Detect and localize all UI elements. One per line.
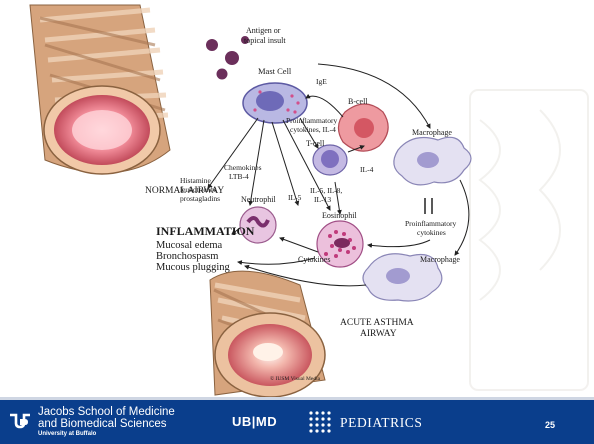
macrophage-top bbox=[394, 137, 471, 185]
school-name-line1: Jacobs School of Medicine bbox=[38, 406, 175, 418]
label-proinflam-il4: Proinflammatory cytokines, IL-4 bbox=[286, 116, 339, 134]
b-cell bbox=[338, 104, 388, 151]
asthma-pathophysiology-diagram: NORMAL AIRWAY Antigen or topical insult … bbox=[0, 0, 594, 400]
pediatrics-dots-icon bbox=[306, 408, 336, 438]
school-name-line2: and Biomedical Sciences bbox=[38, 418, 175, 430]
normal-airway-illustration bbox=[30, 5, 170, 174]
slide-number: 25 bbox=[545, 420, 555, 430]
label-antigen: Antigen or topical insult bbox=[244, 26, 286, 45]
label-inflammation-title: INFLAMMATION bbox=[156, 224, 255, 238]
university-name: University at Buffalo bbox=[38, 431, 96, 437]
watermark-seal bbox=[470, 90, 588, 390]
department-name: PEDIATRICS bbox=[340, 415, 423, 431]
ubmd-logo-text: UB|MD bbox=[232, 414, 277, 429]
image-credit: © IUSM Visual Media bbox=[270, 375, 321, 382]
label-proinflam-cytokines: Proinflammatory cytokines bbox=[405, 219, 458, 237]
label-eosinophil: Eosinophil bbox=[322, 211, 357, 220]
label-neutrophil: Neutrophil bbox=[241, 195, 276, 204]
label-macrophage-bottom: Macrophage bbox=[420, 255, 460, 264]
label-ige: IgE bbox=[316, 77, 327, 86]
label-il4: IL-4 bbox=[360, 165, 374, 174]
antigen-particles bbox=[206, 36, 249, 80]
label-mast-cell: Mast Cell bbox=[258, 66, 292, 76]
label-acute-airway: ACUTE ASTHMA AIRWAY bbox=[340, 318, 415, 339]
label-cytokines: Cytokines bbox=[298, 255, 330, 264]
ub-logo-icon bbox=[9, 413, 31, 431]
label-macrophage-top: Macrophage bbox=[412, 128, 452, 137]
school-name: Jacobs School of Medicine and Biomedical… bbox=[38, 406, 175, 430]
label-b-cell: B-cell bbox=[348, 97, 368, 106]
t-cell bbox=[313, 145, 347, 175]
inflammation-effects-list: Mucosal edema Bronchospasm Mucous pluggi… bbox=[156, 240, 231, 273]
label-il5-il8-il13: IL-5, IL-8, IL-13 bbox=[310, 186, 344, 204]
label-il5: IL-5 bbox=[288, 193, 302, 202]
label-chemokines: Chemokines LTB-4 bbox=[224, 163, 263, 181]
